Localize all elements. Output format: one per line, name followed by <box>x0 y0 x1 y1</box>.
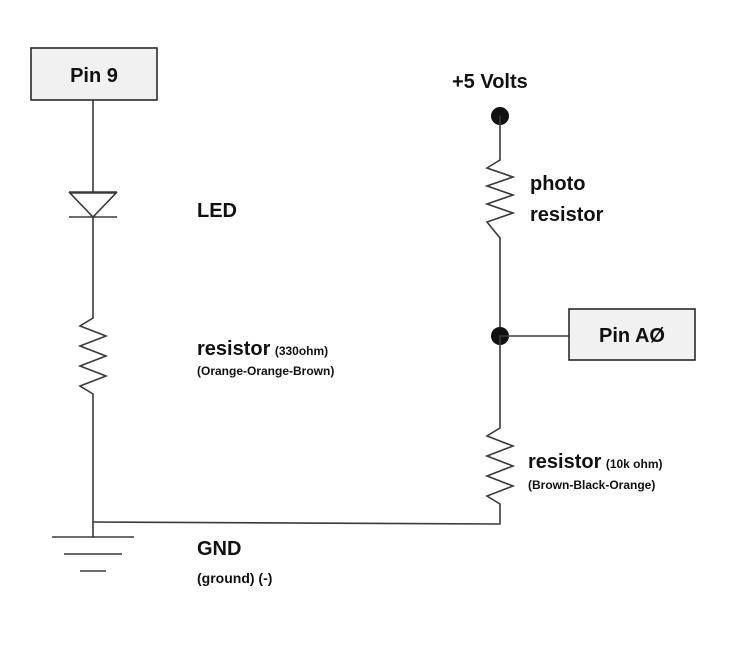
pin9-label: Pin 9 <box>70 65 118 87</box>
wire-ground-return <box>92 521 500 525</box>
pina0-box: Pin AØ <box>568 308 696 361</box>
supply-label: +5 Volts <box>452 71 528 93</box>
resistor-330-label: resistor (330ohm) <box>197 338 328 360</box>
pin9-box: Pin 9 <box>30 47 158 101</box>
photo-resistor-symbol <box>484 159 516 239</box>
led-label: LED <box>197 200 237 222</box>
resistor-330-symbol <box>77 317 109 395</box>
gnd-label: GND <box>197 538 241 560</box>
led-symbol <box>68 191 118 219</box>
gnd-sublabel: (ground) (-) <box>197 570 272 586</box>
resistor-10k-label: resistor (10k ohm) <box>528 451 663 473</box>
photo-resistor-label-line2: resistor <box>530 204 604 226</box>
resistor-10k-symbol <box>484 427 516 505</box>
photo-resistor-label-line1: photo <box>530 173 586 195</box>
resistor-330-colors: (Orange-Orange-Brown) <box>197 364 334 378</box>
resistor-10k-colors: (Brown-Black-Orange) <box>528 478 655 492</box>
pina0-label: Pin AØ <box>599 325 665 347</box>
ground-symbol <box>52 536 134 572</box>
